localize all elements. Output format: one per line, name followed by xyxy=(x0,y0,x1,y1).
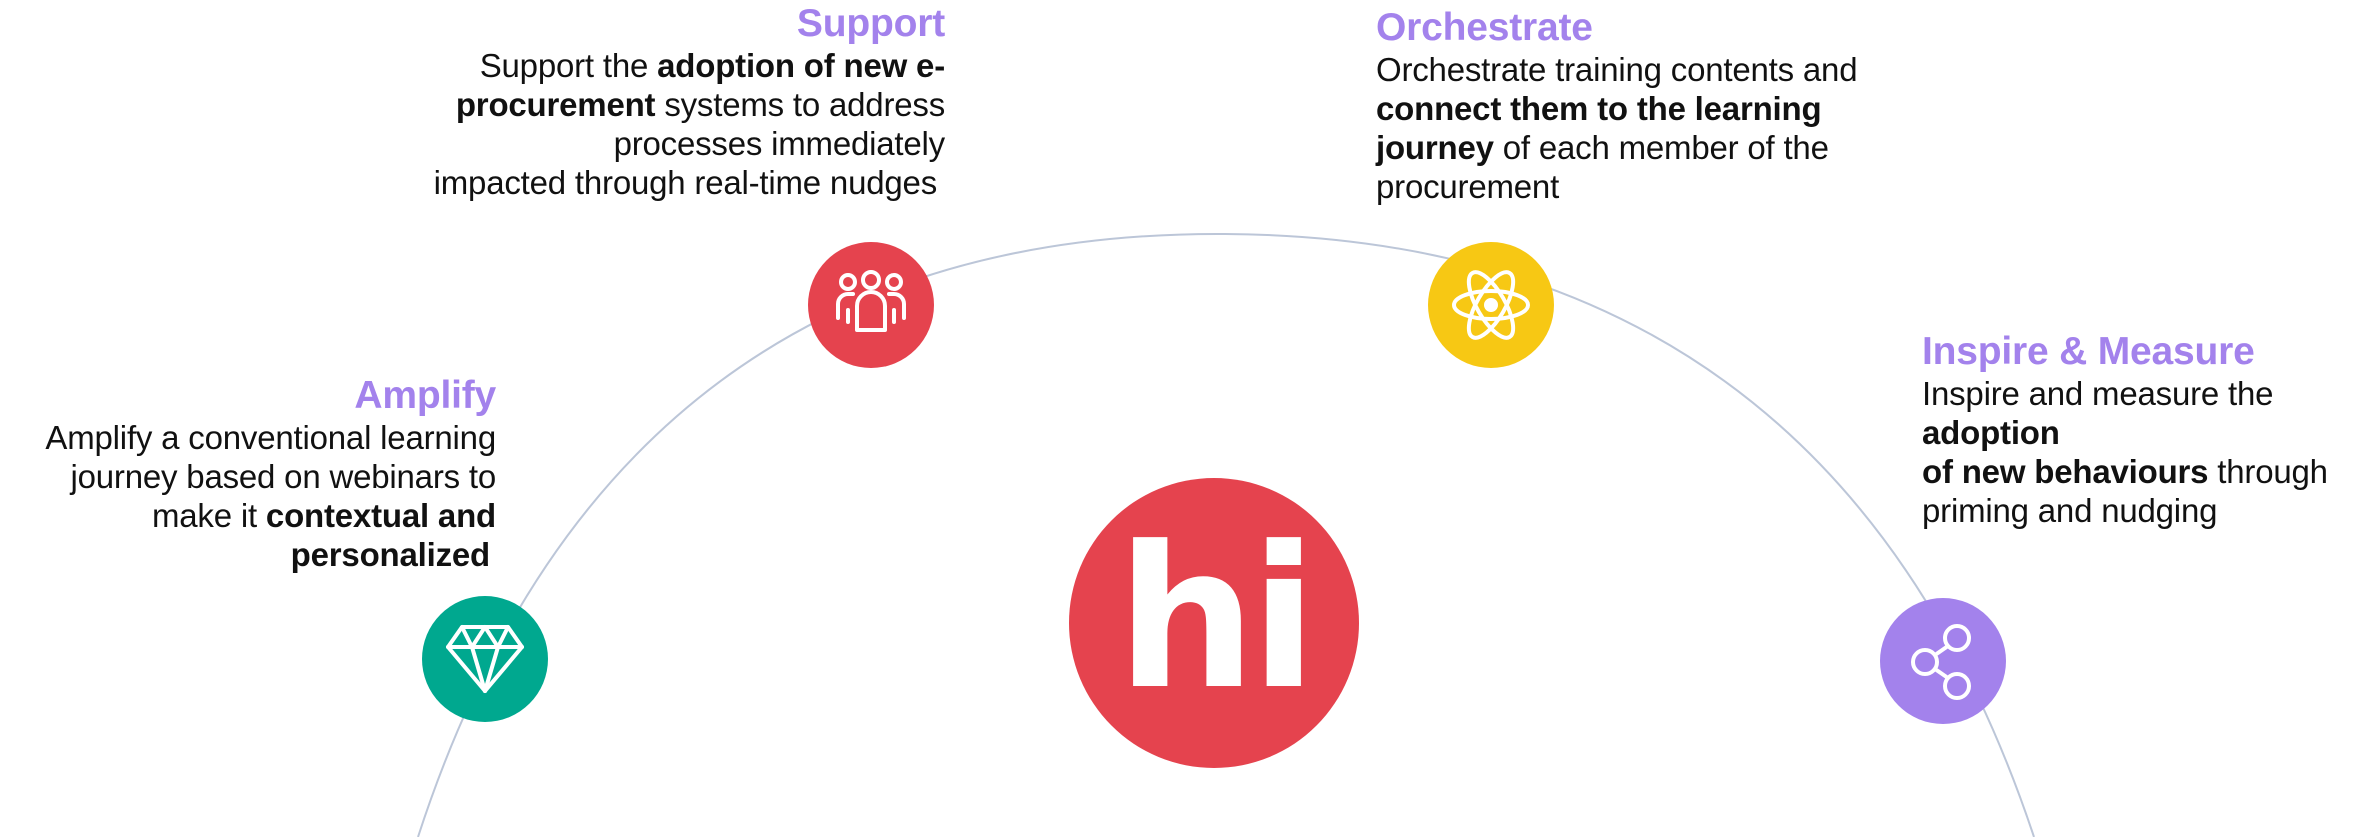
atom-icon xyxy=(1428,242,1554,368)
section-line: make it contextual and xyxy=(151,497,496,534)
section-line: Inspire and measure the xyxy=(1922,375,2274,412)
section-line: processes immediately xyxy=(613,125,946,162)
section-title: Support xyxy=(796,2,945,45)
section-line: connect them to the learning xyxy=(1376,90,1822,127)
section-line: impacted through real-time nudges xyxy=(433,164,938,201)
section-line: of new behaviours through xyxy=(1922,453,2328,490)
section-line: journey of each member of the xyxy=(1376,129,1829,166)
diamond-icon xyxy=(422,596,548,722)
section-line: priming and nudging xyxy=(1922,492,2218,529)
section-orchestrate: Orchestrate Orchestrate training content… xyxy=(1376,6,1976,206)
share-icon xyxy=(1880,598,2006,724)
section-title: Orchestrate xyxy=(1376,6,1593,49)
section-inspire-measure: Inspire & Measure Inspire and measure th… xyxy=(1922,330,2352,530)
section-line: adoption xyxy=(1922,414,2060,451)
section-amplify: Amplify Amplify a conventional learning … xyxy=(0,374,496,574)
section-title: Inspire & Measure xyxy=(1922,330,2255,373)
section-line: procurement xyxy=(1376,168,1560,205)
section-line: procurement systems to address xyxy=(455,86,945,123)
section-support: Support Support the adoption of new e- p… xyxy=(380,2,946,202)
section-line: personalized xyxy=(290,536,491,573)
section-title: Amplify xyxy=(354,374,496,417)
section-line: journey based on webinars to xyxy=(70,458,496,495)
section-line: Amplify a conventional learning xyxy=(45,419,496,456)
section-line: Support the adoption of new e- xyxy=(479,47,945,84)
hi-logo: hi xyxy=(1069,478,1359,768)
section-line: Orchestrate training contents and xyxy=(1376,51,1858,88)
people-icon xyxy=(808,242,934,368)
logo-text: hi xyxy=(1116,505,1318,733)
